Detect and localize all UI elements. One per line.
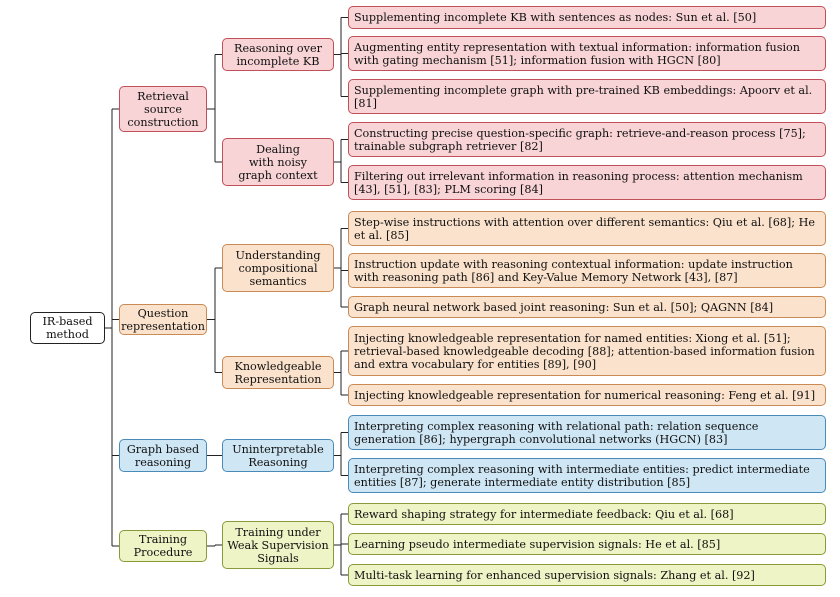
sub-understanding-compositional-semantics: Understanding compositional semantics [222,244,334,292]
sub-reasoning-over-incomplete-kb: Reasoning over incomplete KB [222,38,334,71]
leaf-3-1-1: Interpreting complex reasoning with rela… [348,415,826,450]
leaf-1-2-1: Constructing precise question-specific g… [348,122,826,157]
sub-uninterpretable-reasoning: Uninterpretable Reasoning [222,439,334,472]
leaf-1-2-2: Filtering out irrelevant information in … [348,165,826,200]
leaf-4-1-1: Reward shaping strategy for intermediate… [348,503,826,525]
category-question-representation: Question representation [119,304,207,335]
leaf-1-1-2: Augmenting entity representation with te… [348,36,826,71]
leaf-2-1-1: Step-wise instructions with attention ov… [348,211,826,246]
leaf-1-1-1: Supplementing incomplete KB with sentenc… [348,6,826,29]
sub-dealing-with-noisy-graph-context: Dealing with noisy graph context [222,138,334,186]
category-graph-based-reasoning: Graph based reasoning [119,439,207,472]
leaf-2-1-2: Instruction update with reasoning contex… [348,253,826,288]
leaf-2-2-1: Injecting knowledgeable representation f… [348,326,826,376]
category-training-procedure: Training Procedure [119,530,207,562]
category-retrieval-source-construction: Retrieval source construction [119,86,207,132]
leaf-1-1-3: Supplementing incomplete graph with pre-… [348,79,826,114]
leaf-2-2-2: Injecting knowledgeable representation f… [348,384,826,406]
root-node: IR-based method [30,312,105,344]
leaf-2-1-3: Graph neural network based joint reasoni… [348,296,826,318]
leaf-4-1-3: Multi-task learning for enhanced supervi… [348,564,826,586]
sub-training-under-weak-supervision: Training under Weak Supervision Signals [222,521,334,569]
sub-knowledgeable-representation: Knowledgeable Representation [222,356,334,389]
leaf-4-1-2: Learning pseudo intermediate supervision… [348,533,826,555]
leaf-3-1-2: Interpreting complex reasoning with inte… [348,458,826,493]
